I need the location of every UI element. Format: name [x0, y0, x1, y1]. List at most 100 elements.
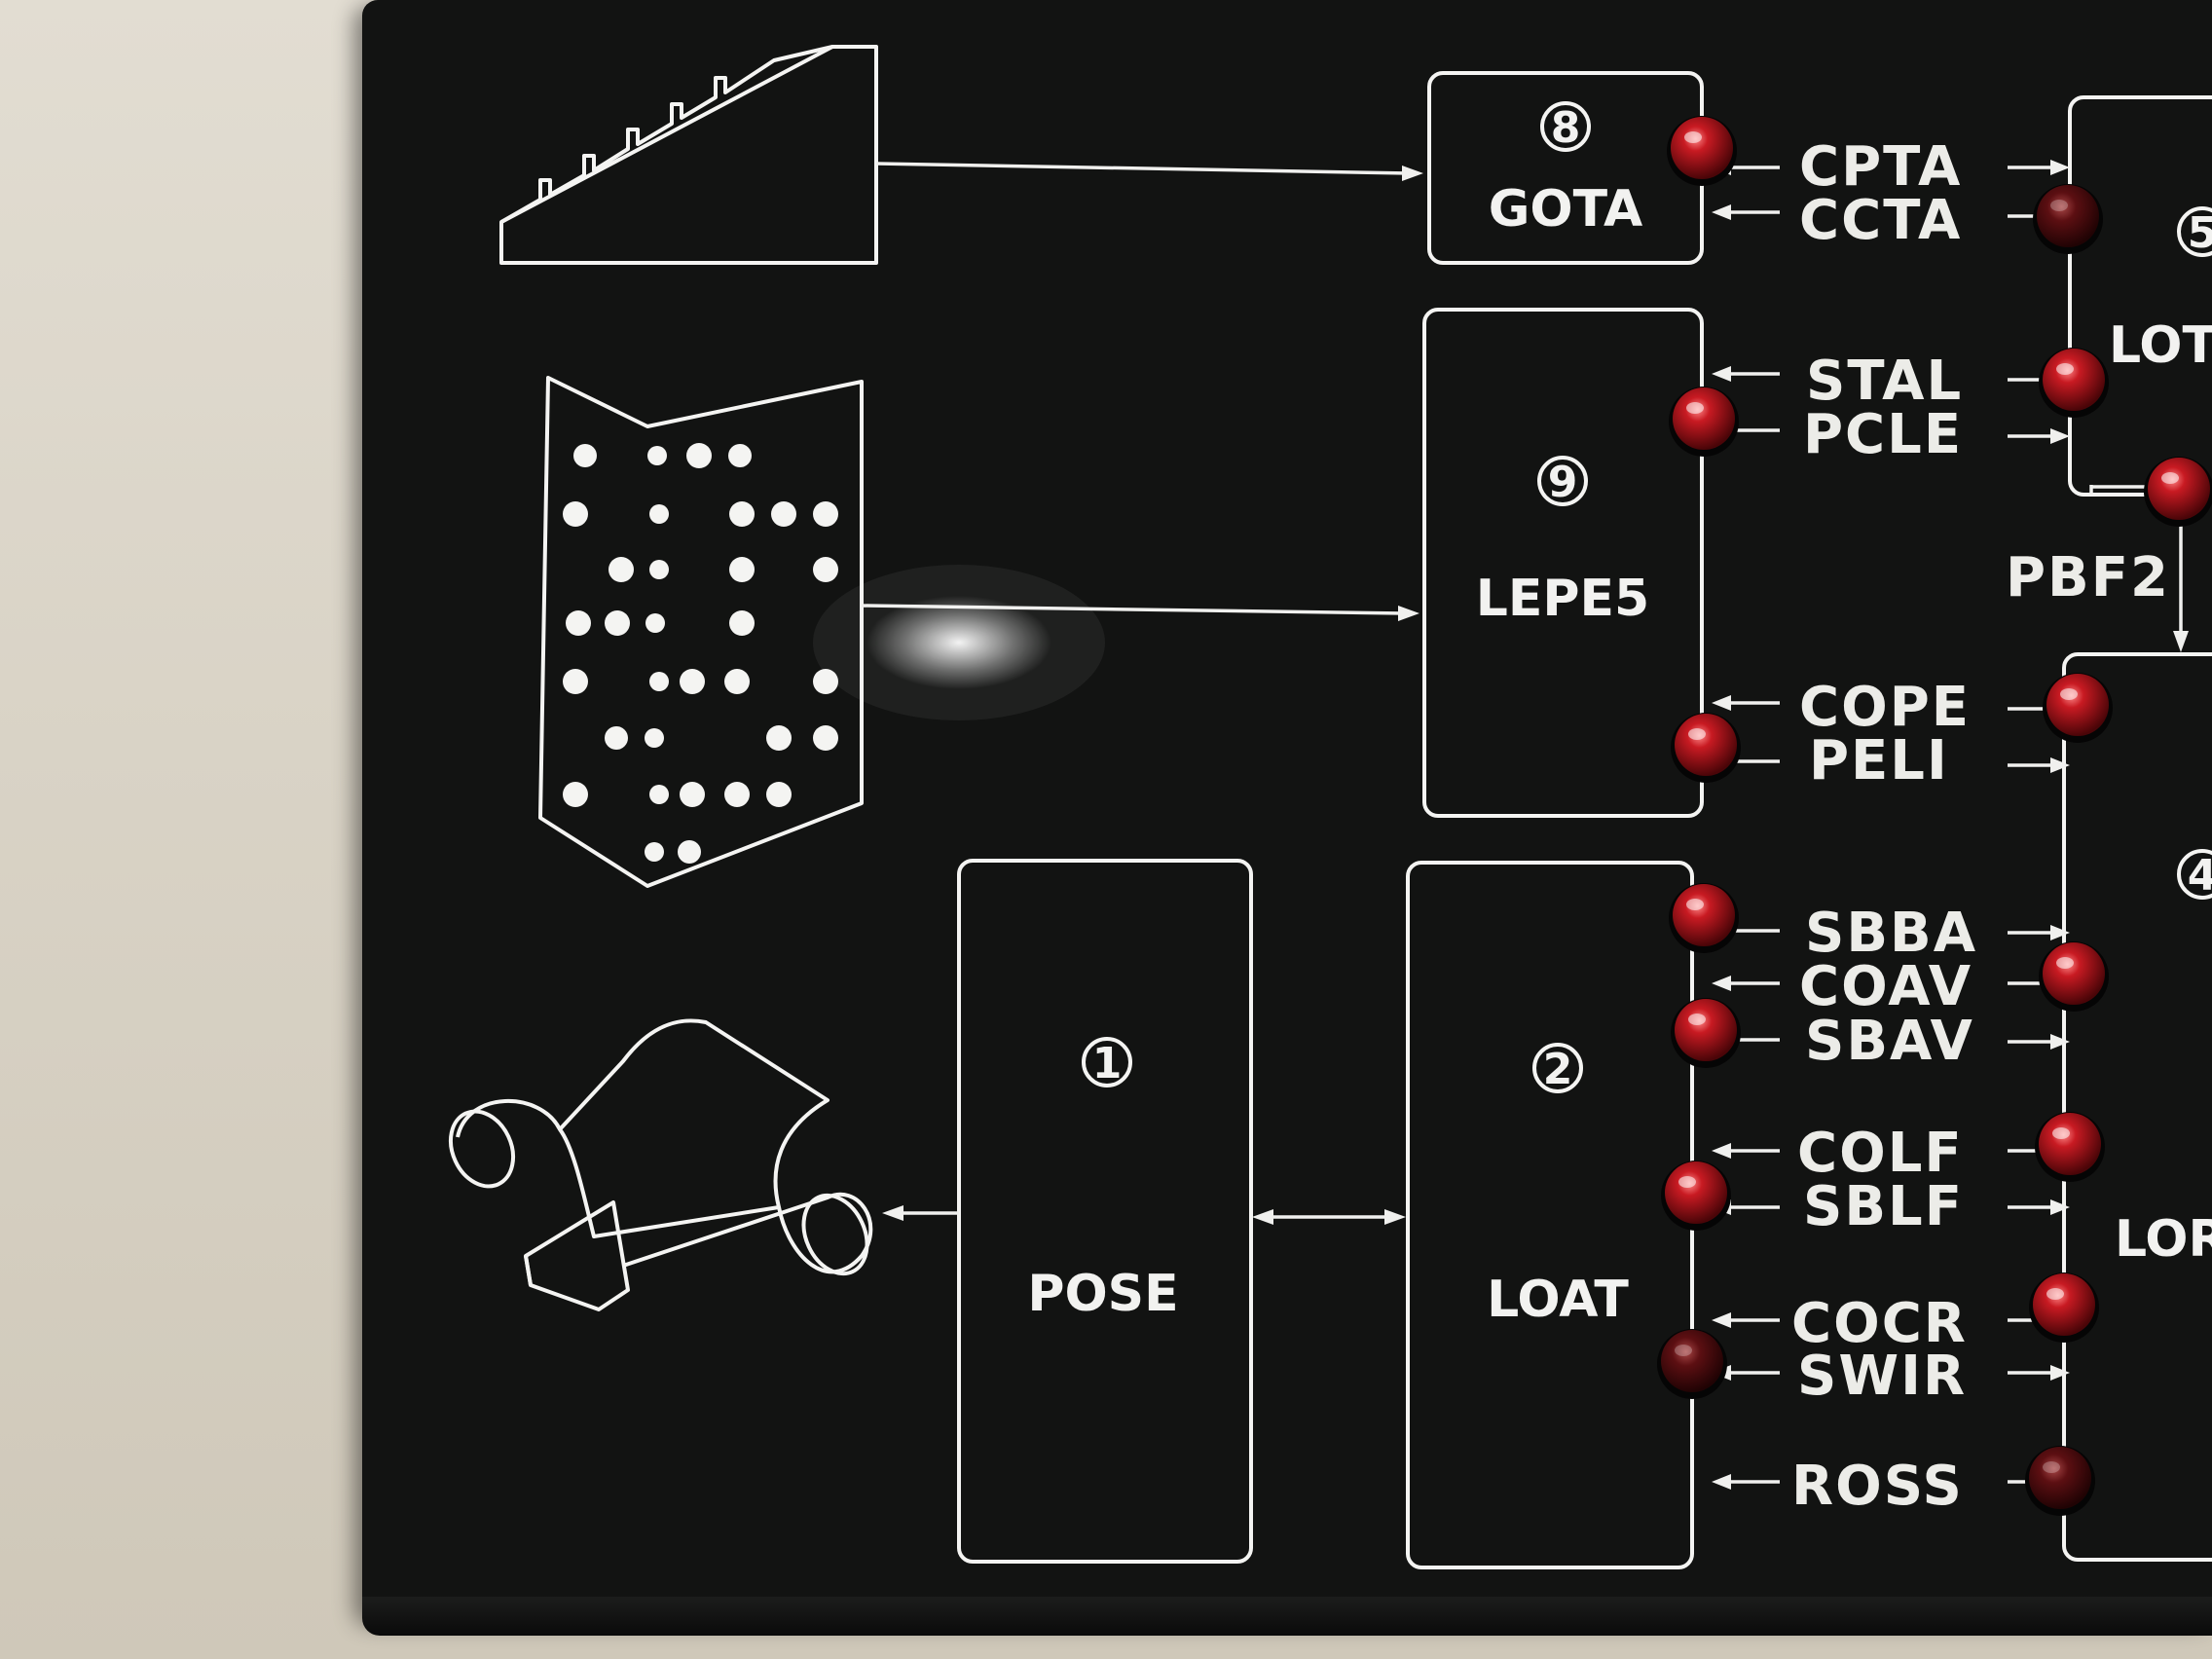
- indicator-led: [2033, 184, 2103, 254]
- card-hole: [729, 610, 755, 636]
- indicator-led: [2039, 348, 2109, 418]
- paper-roll-printer-icon: [448, 1018, 873, 1311]
- signal-swir: SWIR: [1797, 1345, 1967, 1408]
- card-hole: [645, 728, 664, 748]
- card-hole: [608, 557, 634, 582]
- card-hole: [724, 782, 750, 807]
- signal-arrow-head: [2050, 925, 2070, 940]
- card-hole: [649, 560, 669, 579]
- module-label: POSE: [1027, 1265, 1178, 1323]
- signal-arrow-head: [1712, 976, 1731, 991]
- module-number: 4: [2188, 851, 2212, 901]
- module-number: 1: [1092, 1039, 1123, 1088]
- module-pose: 1 POSE: [957, 859, 1253, 1564]
- card-hole: [649, 672, 669, 691]
- module-label: LOAT: [1487, 1271, 1629, 1329]
- module-number: 5: [2188, 208, 2212, 258]
- card-hole: [563, 782, 588, 807]
- signal-stal: STAL: [1806, 350, 1963, 413]
- indicator-led: [2035, 1112, 2105, 1182]
- card-hole: [647, 446, 667, 465]
- card-hole: [813, 725, 838, 751]
- module-gota: 8 GOTA: [1427, 71, 1704, 265]
- module-label: GOTA: [1489, 180, 1643, 239]
- signal-arrow-head: [2050, 1365, 2070, 1381]
- card-hole: [766, 725, 792, 751]
- signal-ccta: CCTA: [1799, 189, 1962, 252]
- punched-card-icon: [538, 376, 864, 888]
- module-number: 9: [1548, 458, 1578, 507]
- signal-pbf2: PBF2: [2006, 546, 2170, 609]
- card-hole: [766, 782, 792, 807]
- signal-sblf: SBLF: [1803, 1175, 1964, 1238]
- card-hole: [724, 669, 750, 694]
- module-label: LEPE5: [1476, 570, 1649, 628]
- indicator-led: [2025, 1446, 2095, 1516]
- module-label: LOT: [2109, 316, 2212, 375]
- keyboard-icon: [499, 45, 878, 265]
- module-label: LOR: [2115, 1210, 2212, 1269]
- card-hole: [813, 501, 838, 527]
- signal-arrow-head: [2050, 160, 2070, 175]
- card-hole: [563, 669, 588, 694]
- indicator-led: [1671, 998, 1741, 1068]
- signal-arrow-head: [2050, 757, 2070, 773]
- indicator-led: [1669, 387, 1739, 457]
- card-hole: [686, 443, 712, 468]
- signal-colf: COLF: [1797, 1122, 1964, 1185]
- signal-sbav: SBAV: [1805, 1010, 1974, 1073]
- signal-coav: COAV: [1799, 955, 1972, 1018]
- signal-cpta: CPTA: [1799, 135, 1962, 199]
- indicator-led: [1667, 116, 1737, 186]
- indicator-led: [2043, 673, 2113, 743]
- signal-cope: COPE: [1799, 676, 1971, 739]
- signal-arrow-head: [1712, 695, 1731, 711]
- signal-peli: PELI: [1809, 729, 1949, 793]
- indicator-led: [1657, 1329, 1727, 1399]
- card-hole: [649, 504, 669, 524]
- card-hole: [649, 785, 669, 804]
- signal-sbba: SBBA: [1805, 902, 1977, 965]
- module-lot: 5 LOT: [2068, 95, 2212, 497]
- card-hole: [729, 557, 755, 582]
- indicator-led: [1669, 883, 1739, 953]
- panel-edge: [362, 1597, 2212, 1636]
- indicator-led: [1661, 1161, 1731, 1231]
- card-hole: [680, 782, 705, 807]
- control-panel: [362, 0, 2212, 1620]
- card-hole: [645, 842, 664, 862]
- indicator-led: [2039, 941, 2109, 1012]
- card-hole: [771, 501, 796, 527]
- card-hole: [678, 840, 701, 864]
- card-hole: [566, 610, 591, 636]
- signal-arrow-head: [2050, 1034, 2070, 1050]
- indicator-led: [2029, 1272, 2099, 1343]
- card-hole: [813, 557, 838, 582]
- card-hole: [573, 444, 597, 467]
- signal-cocr: COCR: [1791, 1292, 1968, 1355]
- signal-pcle: PCLE: [1803, 403, 1963, 466]
- card-hole: [729, 501, 755, 527]
- card-hole: [813, 669, 838, 694]
- connector-pose-loat: [1252, 1209, 1406, 1225]
- module-number: 2: [1543, 1045, 1573, 1094]
- card-hole: [563, 501, 588, 527]
- indicator-leds: [1657, 116, 2212, 1516]
- connector-keyboard-gota: [875, 162, 1423, 181]
- module-lepe5: 9 LEPE5: [1422, 308, 1704, 818]
- signal-ross: ROSS: [1791, 1455, 1964, 1518]
- module-loat: 2 LOAT: [1406, 861, 1694, 1569]
- module-number: 8: [1551, 103, 1581, 153]
- card-hole: [645, 613, 665, 633]
- signal-labels: CPTA CCTA STAL PCLE PBF2 COPE PELI SBBA …: [1791, 135, 2170, 1518]
- signal-arrow-head: [2050, 428, 2070, 444]
- indicator-led: [2144, 457, 2212, 527]
- indicator-led: [1671, 713, 1741, 783]
- card-hole: [605, 726, 628, 750]
- signal-arrow-head: [1712, 366, 1731, 382]
- signal-arrow-head: [2050, 1199, 2070, 1215]
- signal-arrow-head: [1712, 1143, 1731, 1159]
- card-hole: [680, 669, 705, 694]
- module-lor: 4 LOR: [2062, 652, 2212, 1562]
